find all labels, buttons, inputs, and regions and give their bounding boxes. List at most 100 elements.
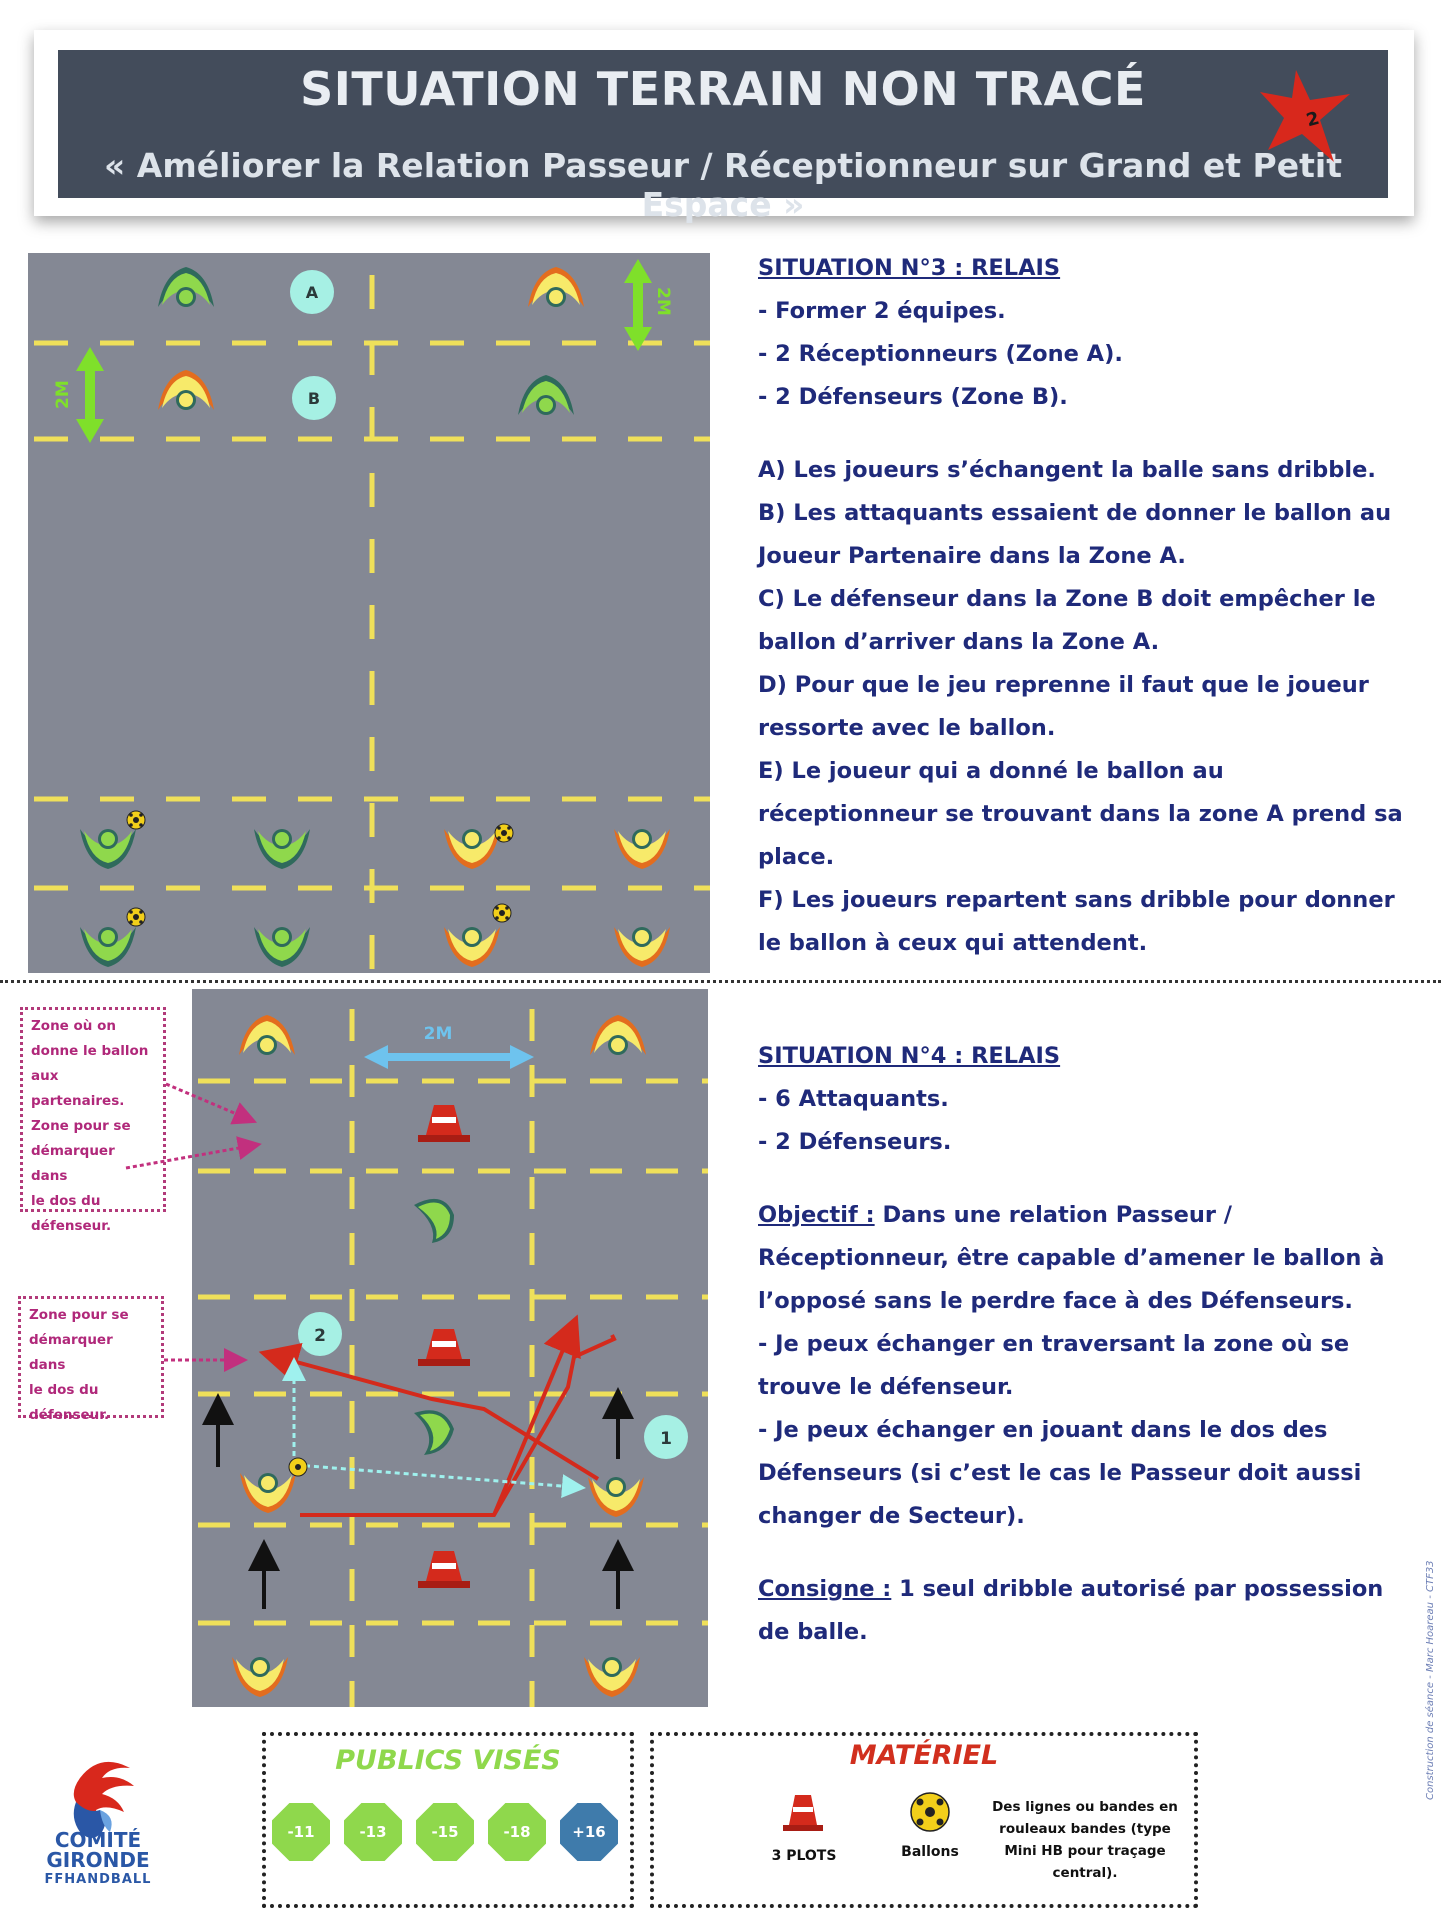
balls-label: Ballons — [901, 1844, 959, 1860]
cone-icon — [418, 1551, 470, 1588]
text-line: - 2 Défenseurs. — [758, 1129, 952, 1155]
consigne-label: Consigne : — [758, 1576, 892, 1602]
step-line: le ballon à ceux qui attendent. — [758, 930, 1148, 956]
text-line: - 2 Défenseurs (Zone B). — [758, 384, 1068, 410]
publics-box — [262, 1732, 634, 1908]
text-line: trouve le défenseur. — [758, 1374, 1014, 1400]
ball-icon — [126, 907, 146, 927]
age-badge: -18 — [488, 1803, 546, 1861]
cone-icon — [783, 1795, 823, 1831]
text-line: l’opposé sans le perdre face à des Défen… — [758, 1288, 1353, 1314]
svg-text:2M: 2M — [53, 380, 73, 409]
lines-desc-line: rouleaux bandes (type — [999, 1821, 1171, 1837]
page-subtitle: « Améliorer la Relation Passeur / Récept… — [104, 146, 1342, 224]
lines-description: Des lignes ou bandes en rouleaux bandes … — [990, 1796, 1180, 1884]
note-line: Zone pour se — [31, 1118, 131, 1134]
ball-icon — [910, 1792, 950, 1832]
rooster-logo-icon — [73, 1761, 134, 1838]
ball-icon — [492, 903, 512, 923]
text-line: de balle. — [758, 1619, 868, 1645]
step-line: E) Le joueur qui a donné le ballon au — [758, 758, 1224, 784]
note-line: Zone où on — [31, 1018, 117, 1034]
step-line: B) Les attaquants essaient de donner le … — [758, 500, 1392, 526]
player-yellow — [240, 1473, 296, 1513]
text-line: - Je peux échanger en traversant la zone… — [758, 1331, 1350, 1357]
player-yellow — [588, 1477, 644, 1517]
text-line: Réceptionneur, être capable d’amener le … — [758, 1245, 1385, 1271]
note-line: le dos du — [29, 1382, 99, 1398]
situation-4-title: SITUATION N°4 : RELAIS — [758, 1043, 1061, 1069]
star-icon: 2 — [1260, 70, 1350, 162]
player-green — [518, 375, 574, 415]
number-1: 1 — [644, 1415, 688, 1459]
age-badge-label: +16 — [572, 1823, 606, 1841]
text-line: 1 seul dribble autorisé par possession — [891, 1576, 1384, 1602]
ball-icon — [288, 1457, 308, 1477]
age-badge-label: -11 — [287, 1823, 315, 1841]
field-situation-3: A B 2M 2M — [28, 253, 710, 973]
defender-green — [414, 1410, 454, 1455]
ball-icon — [126, 810, 146, 830]
step-line: A) Les joueurs s’échangent la balle sans… — [758, 457, 1376, 483]
step-line: réceptionneur se trouvant dans la zone A… — [758, 801, 1403, 827]
note-line: donne le ballon — [31, 1043, 149, 1059]
defender-green — [414, 1198, 454, 1243]
step-line: F) Les joueurs repartent sans dribble po… — [758, 887, 1395, 913]
materiel-title: MATÉRIEL — [849, 1740, 999, 1771]
step-line: ressorte avec le ballon. — [758, 715, 1056, 741]
note-zone-partners: Zone où on donne le ballon aux partenair… — [20, 1007, 166, 1234]
materiel-box — [650, 1732, 1198, 1908]
note-line: Zone pour se — [29, 1307, 129, 1323]
note-line: démarquer dans — [31, 1143, 115, 1184]
ball-icon — [494, 823, 514, 843]
age-badge-label: -13 — [359, 1823, 387, 1841]
player-green — [80, 927, 136, 967]
text-line: - 2 Réceptionneurs (Zone A). — [758, 341, 1123, 367]
player-green — [80, 829, 136, 869]
section-divider — [0, 980, 1441, 983]
player-yellow — [444, 829, 500, 869]
cones-label: 3 PLOTS — [771, 1848, 837, 1864]
situation-4-text: SITUATION N°4 : RELAIS - 6 Attaquants. -… — [758, 1035, 1418, 1654]
zone-label-a: A — [290, 270, 334, 314]
player-yellow — [590, 1015, 646, 1055]
note-line: défenseur. — [29, 1407, 110, 1423]
player-yellow — [614, 829, 670, 869]
logo-text: GIRONDE — [46, 1848, 150, 1872]
note-line: aux partenaires. — [31, 1068, 125, 1109]
run-arrow — [258, 1342, 600, 1481]
objectif-label: Objectif : — [758, 1202, 875, 1228]
step-line: D) Pour que le jeu reprenne il faut que … — [758, 672, 1369, 698]
player-yellow — [584, 1657, 640, 1697]
player-yellow — [614, 927, 670, 967]
credit-text: Construction de séance - Marc Hoareau - … — [1425, 1560, 1436, 1800]
pass-dotted-arrow — [295, 1463, 586, 1499]
dimension-arrow-left: 2M — [53, 347, 104, 443]
dimension-arrow-2m: 2M — [364, 1024, 534, 1069]
cone-icon — [418, 1105, 470, 1142]
age-badge: +16 — [560, 1803, 618, 1861]
field-situation-4: 2M 2 1 — [192, 989, 708, 1707]
text-line: changer de Secteur). — [758, 1503, 1025, 1529]
step-line: C) Le défenseur dans la Zone B doit empê… — [758, 586, 1376, 612]
player-yellow — [528, 267, 584, 307]
age-badge: -11 — [272, 1803, 330, 1861]
player-green — [158, 267, 214, 307]
svg-text:B: B — [308, 389, 320, 408]
svg-text:2: 2 — [314, 1326, 326, 1346]
publics-title: PUBLICS VISÉS — [335, 1745, 561, 1776]
note-line: défenseur. — [31, 1218, 112, 1234]
situation-3-title: SITUATION N°3 : RELAIS — [758, 255, 1061, 281]
player-yellow — [444, 927, 500, 967]
player-yellow — [158, 370, 214, 410]
step-line: ballon d’arriver dans la Zone A. — [758, 629, 1160, 655]
note-pointers — [125, 1082, 262, 1372]
text-line: Dans une relation Passeur / — [874, 1202, 1233, 1228]
dimension-arrow-right: 2M — [624, 259, 673, 351]
note-line: démarquer dans — [29, 1332, 113, 1373]
logo-text: FFHANDBALL — [44, 1872, 152, 1887]
age-badge-label: -15 — [431, 1823, 459, 1841]
pass-arrow — [492, 1314, 581, 1516]
player-yellow — [232, 1657, 288, 1697]
header-band — [58, 50, 1388, 198]
